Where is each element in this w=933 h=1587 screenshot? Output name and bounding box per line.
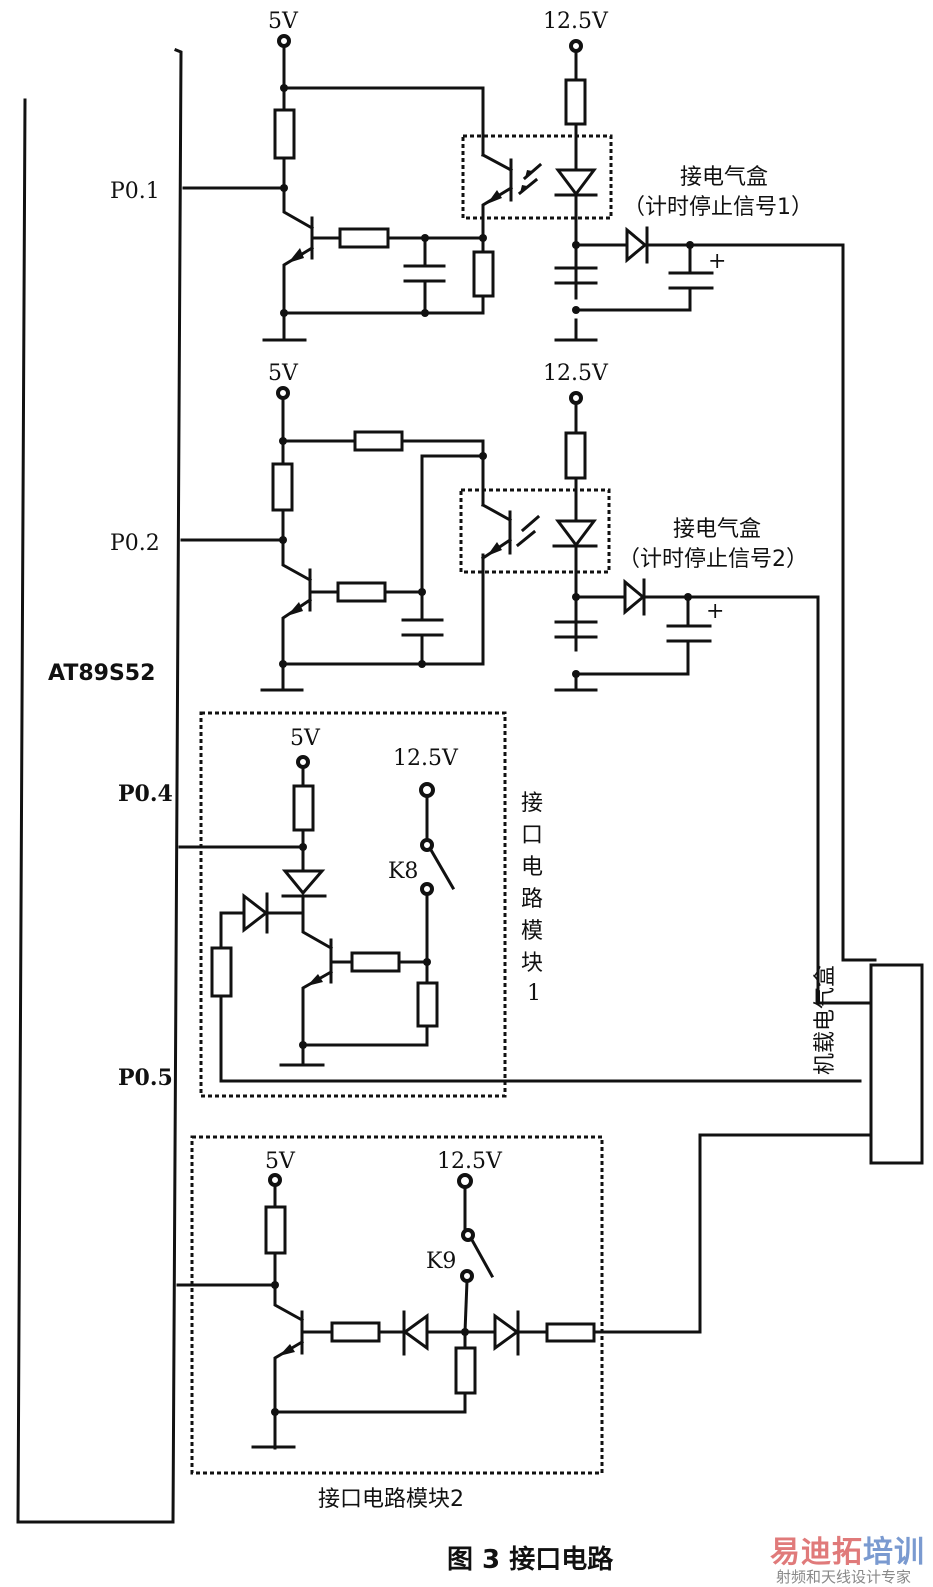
plus-sign: +	[706, 599, 724, 624]
channel-1-circuit: 5V 12.5V + 接电气盒 （计时	[182, 9, 877, 962]
resistor	[454, 1346, 477, 1395]
module-2-outline	[190, 1135, 604, 1475]
switch-contact	[420, 882, 434, 896]
supply-5v-label: 5V	[265, 1149, 296, 1174]
note-line1: 接电气盒	[673, 517, 761, 542]
resistor	[350, 951, 401, 973]
module-1-label-char: 路	[521, 887, 543, 912]
supply-5v-label: 5V	[268, 9, 299, 34]
supply-12v-label: 12.5V	[393, 746, 459, 771]
switch-k8-blade	[428, 847, 456, 891]
pin-label-p02: P0.2	[110, 531, 160, 556]
pin-label-p05: P0.5	[118, 1065, 173, 1091]
module-1-label-char: 模	[521, 919, 543, 944]
watermark-char: 易	[770, 1535, 800, 1570]
resistor	[330, 1321, 381, 1343]
diode	[402, 1313, 429, 1351]
watermark-tagline: 射频和天线设计专家	[776, 1568, 911, 1586]
resistor	[545, 1322, 596, 1343]
resistor	[416, 981, 439, 1028]
resistor	[264, 1205, 287, 1255]
resistor	[564, 78, 587, 126]
mcu-label: AT89S52	[48, 661, 155, 686]
onboard-box-label: 机载电气盒	[813, 965, 838, 1075]
watermark-char: 训	[894, 1535, 924, 1570]
module-1-label-char: 块	[521, 951, 543, 976]
onboard-box-outline	[869, 963, 924, 1165]
note-line1: 接电气盒	[680, 165, 768, 190]
note-line2: （计时停止信号1）	[623, 195, 813, 220]
watermark-char: 迪	[801, 1535, 831, 1570]
diode	[623, 578, 646, 616]
channel-2-circuit: 5V 12.5V + 接电气盒 （计时停止信号2）	[180, 361, 872, 1005]
diode	[281, 869, 326, 896]
supply-12v-label: 12.5V	[543, 9, 609, 34]
module-2-label: 接口电路模块2	[318, 1487, 464, 1512]
optocoupler-outline	[461, 134, 613, 220]
terminal-12v	[419, 782, 435, 798]
switch-contact	[420, 838, 434, 852]
diode	[625, 226, 648, 264]
plus-sign: +	[708, 249, 726, 274]
diode	[493, 1313, 520, 1351]
resistor	[338, 227, 390, 249]
supply-12v-label: 12.5V	[543, 361, 609, 386]
module-1-label-char: 接	[521, 791, 543, 816]
resistor	[273, 108, 296, 160]
optocoupler-outline	[459, 488, 611, 574]
watermark-char: 培	[863, 1535, 893, 1570]
mcu-chip	[16, 48, 183, 1524]
resistor	[271, 462, 294, 512]
diode	[242, 892, 269, 934]
resistor	[336, 581, 387, 603]
supply-5v-label: 5V	[268, 361, 299, 386]
led-diode	[555, 519, 597, 548]
pin-label-p04: P0.4	[118, 781, 173, 807]
figure-caption: 图 3 接口电路	[447, 1544, 614, 1575]
interface-module-2: 5V 12.5V K9 接口电路模块2	[176, 1133, 872, 1512]
watermark: 易 迪 拓 培 训 射频和天线设计专家	[770, 1535, 924, 1586]
module-1-label-char: 电	[521, 855, 543, 880]
resistor	[564, 431, 587, 480]
module-1-label-char: 1	[527, 981, 541, 1006]
resistor	[472, 250, 495, 298]
pin-label-p01: P0.1	[110, 179, 160, 204]
terminal-12v	[457, 1173, 473, 1189]
module-1-label-char: 口	[521, 823, 543, 848]
switch-contact	[461, 1228, 475, 1242]
onboard-electrical-box: 机载电气盒	[813, 963, 924, 1165]
supply-12v-label: 12.5V	[437, 1149, 503, 1174]
led-diode	[555, 168, 597, 197]
interface-module-1: 5V 12.5V K8 接 口 电 路 模 块 1	[178, 711, 862, 1098]
switch-k9-blade	[469, 1237, 495, 1279]
watermark-char: 拓	[832, 1535, 862, 1570]
resistor	[210, 946, 233, 998]
resistor	[353, 430, 404, 452]
switch-k8-label: K8	[388, 859, 418, 884]
switch-k9-label: K9	[426, 1249, 456, 1274]
resistor	[292, 784, 315, 832]
supply-5v-label: 5V	[290, 726, 321, 751]
note-line2: （计时停止信号2）	[618, 547, 808, 572]
